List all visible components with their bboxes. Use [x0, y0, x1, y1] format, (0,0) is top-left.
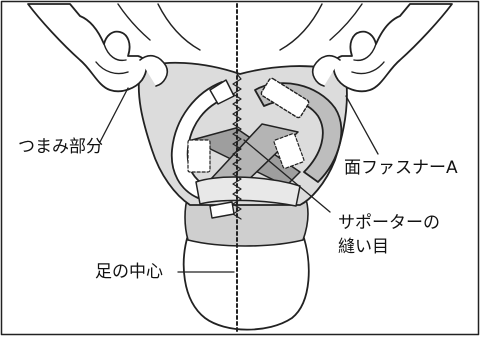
left-hand — [28, 4, 146, 91]
label-foot-center: 足の中心 — [95, 262, 163, 282]
toe — [184, 235, 309, 330]
right-arm-left — [280, 4, 322, 50]
label-seam-line1: サポーターの — [338, 213, 440, 233]
right-hand — [334, 4, 452, 91]
label-tsumami: つまみ部分 — [18, 137, 103, 157]
leader-fastener — [346, 96, 378, 154]
leader-tsumami — [100, 88, 128, 142]
left-arm-right — [158, 4, 200, 50]
label-fastener-a: 面ファスナーA — [344, 158, 458, 178]
label-seam-line2: 縫い目 — [338, 237, 389, 257]
strap-patch-left — [188, 140, 210, 172]
